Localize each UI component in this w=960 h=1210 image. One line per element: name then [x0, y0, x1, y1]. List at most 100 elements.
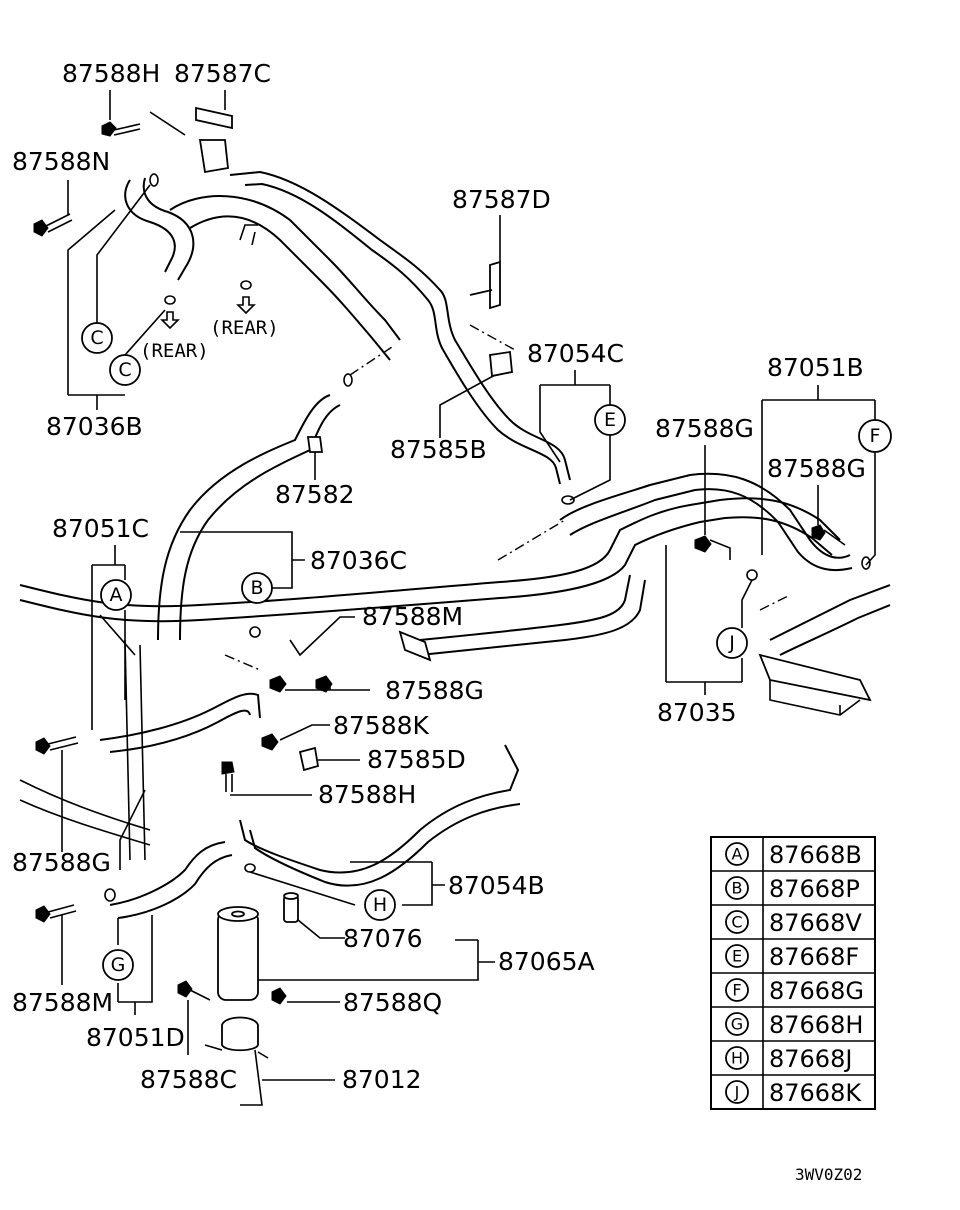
o-ring-rear-icon [240, 280, 252, 290]
o-ring-c2-icon [164, 295, 176, 305]
legend-symbol: B [732, 879, 743, 898]
svg-text:J: J [728, 632, 735, 654]
legend-symbol-circle [725, 910, 749, 934]
pipework [19, 170, 891, 919]
centerline-5 [224, 654, 261, 671]
pipe-87051D [109, 841, 233, 919]
label-87588M-bot: 87588M [12, 988, 113, 1017]
label-87054B: 87054B [448, 871, 545, 900]
legend-symbol-circle [725, 876, 749, 900]
svg-text:G: G [111, 954, 126, 976]
label-87065A: 87065A [498, 947, 595, 976]
bolt-87588C-icon [177, 980, 211, 1001]
label-87587D: 87587D [452, 185, 551, 214]
svg-text:C: C [90, 327, 103, 349]
legend-symbol-circle [725, 842, 749, 866]
label-87588K: 87588K [333, 711, 430, 740]
bolt-87588G-right-a-icon [694, 535, 731, 560]
legend-part-number: 87668K [769, 1079, 862, 1107]
callouts: A B C C E F J H G [81, 322, 892, 981]
label-87051B: 87051B [767, 353, 864, 382]
legend-part-number: 87668P [769, 875, 860, 903]
bracket-mid-icon [398, 630, 432, 662]
bolt-87588H-top-icon [101, 121, 141, 137]
callout-B: B [241, 572, 273, 604]
clamp-87585D-icon [298, 746, 320, 772]
condenser-frame [19, 639, 151, 861]
label-87036C: 87036C [310, 546, 407, 575]
pressure-switch-87076-icon [283, 892, 299, 923]
label-87012: 87012 [342, 1065, 422, 1094]
callout-J: J [716, 627, 748, 659]
svg-text:E: E [604, 409, 616, 431]
svg-text:F: F [870, 425, 881, 447]
svg-text:C: C [118, 359, 131, 381]
centerline-1 [349, 344, 396, 376]
label-87035: 87035 [657, 698, 737, 727]
label-87054C: 87054C [527, 339, 624, 368]
leader-lines [61, 90, 876, 1081]
callout-A: A [100, 579, 132, 611]
legend-symbol: A [732, 845, 743, 864]
label-87588G-b: 87588G [767, 454, 866, 483]
bolt-87588G-mid-a-icon [269, 675, 287, 693]
legend-symbol: H [731, 1049, 743, 1068]
centerline-2 [469, 324, 516, 351]
label-87582: 87582 [275, 480, 355, 509]
legend-row: H 87668J [725, 1045, 852, 1073]
receiver-drier-87065A-icon [217, 906, 259, 1001]
callout-E: E [594, 404, 626, 436]
label-87588C: 87588C [140, 1065, 237, 1094]
bolt-87588Q-icon [271, 987, 287, 1005]
o-ring-h-icon [244, 863, 256, 873]
legend-symbol: G [731, 1015, 743, 1034]
centerline-3 [497, 519, 566, 561]
legend-symbol: J [734, 1083, 740, 1102]
bracket-right-lines [769, 680, 861, 716]
label-87587C: 87587C [174, 59, 271, 88]
o-ring-b-icon [249, 626, 261, 638]
label-87588G-a: 87588G [655, 414, 754, 443]
bracket-87587C-icon [195, 106, 233, 130]
label-87585D: 87585D [367, 745, 466, 774]
o-ring-g-icon [104, 888, 116, 902]
components [33, 106, 871, 1106]
legend-symbol-circle [725, 944, 749, 968]
bracket-87012-icon [204, 1016, 269, 1106]
label-87588H-mid: 87588H [318, 780, 416, 809]
callout-C2: C [109, 354, 141, 386]
label-87051D: 87051D [86, 1023, 185, 1052]
legend-part-number: 87668J [769, 1045, 852, 1073]
legend-symbol-circle [725, 978, 749, 1002]
o-ring-f-icon [861, 556, 871, 570]
hose-top-front [124, 177, 195, 281]
label-87588G-d: 87588G [12, 848, 111, 877]
label-87588G-c: 87588G [385, 676, 484, 705]
legend-symbol: C [731, 913, 742, 932]
centerline-4 [759, 594, 791, 611]
o-ring-c1-icon [149, 173, 159, 187]
label-87588N: 87588N [12, 147, 110, 176]
callout-H: H [364, 889, 396, 921]
callout-F: F [858, 419, 892, 453]
label-87588H-top: 87588H [62, 59, 160, 88]
bolt-87588G-right-b-icon [811, 524, 846, 546]
legend-part-number: 87668B [769, 841, 862, 869]
label-rear-1: (REAR) [210, 317, 279, 339]
suction-hose-top [169, 195, 401, 361]
legend-symbol: F [732, 981, 741, 1000]
legend-row: J 87668K [725, 1079, 862, 1107]
label-rear-2: (REAR) [140, 340, 209, 362]
bolt-87588H-mid-icon [221, 761, 235, 792]
label-87051C: 87051C [52, 514, 149, 543]
arrow-rear-2-icon [236, 296, 256, 315]
svg-text:H: H [373, 894, 387, 916]
bracket-87587D-icon [469, 260, 501, 310]
bracket-right [758, 653, 872, 702]
legend-part-number: 87668H [769, 1011, 863, 1039]
legend-part-number: 87668V [769, 909, 862, 937]
